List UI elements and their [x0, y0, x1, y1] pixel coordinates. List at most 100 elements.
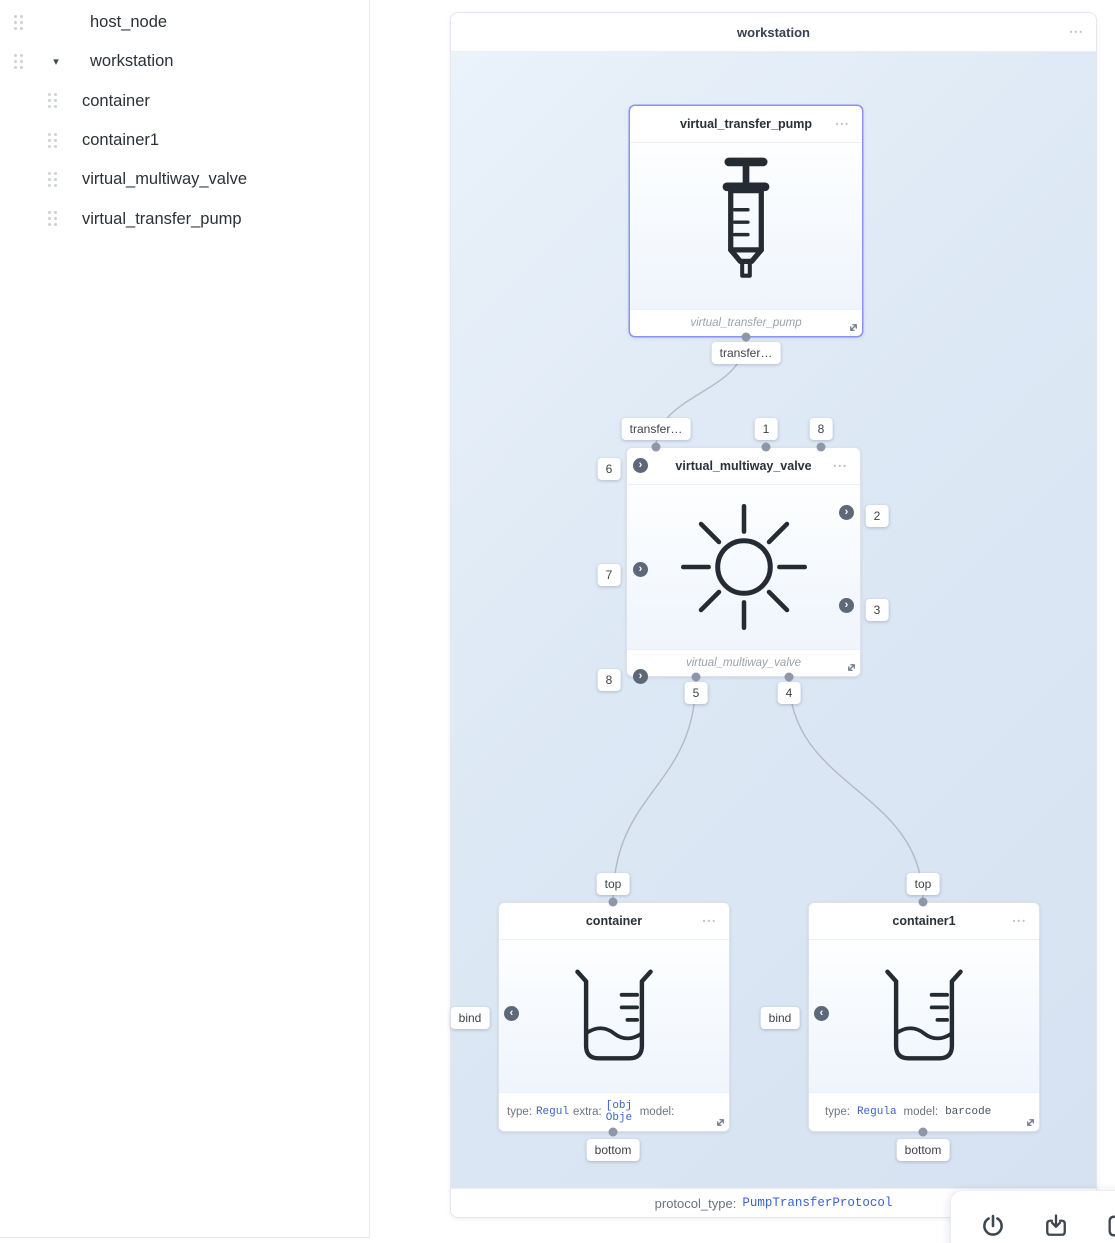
sidebar-item-container[interactable]: container [0, 82, 369, 121]
field-label: model: [903, 1106, 939, 1118]
port-label-valve-1: 1 [754, 418, 778, 440]
port-dot-valve-transfer[interactable] [651, 442, 661, 452]
port-handle-bind[interactable] [814, 1006, 829, 1021]
port-label-container-top: top [596, 873, 630, 895]
chevron-down-icon[interactable]: ▾ [53, 56, 59, 69]
floating-toolbar [950, 1190, 1115, 1243]
field-value: Regula [856, 1106, 897, 1118]
port-dot-valve-5[interactable] [691, 672, 701, 682]
port-dot-container1-bottom[interactable] [918, 1127, 928, 1137]
export-icon [1108, 1215, 1115, 1237]
port-label-valve-transfer: transfer… [621, 418, 691, 440]
field-label: extra: [572, 1106, 602, 1118]
node-footer: virtual_multiway_valve [627, 649, 860, 676]
node-header: virtual_multiway_valve ••• [627, 448, 860, 485]
port-dot-valve-4[interactable] [784, 672, 794, 682]
node-header: container ••• [499, 903, 729, 940]
node-footer: virtual_transfer_pump [630, 309, 862, 336]
node-title: container1 [892, 914, 956, 928]
drag-handle-icon[interactable] [48, 132, 58, 149]
field-value: [obj Obje [605, 1099, 633, 1124]
tree-item-label: virtual_transfer_pump [82, 209, 242, 228]
port-dot-pump-transfer[interactable] [741, 332, 751, 342]
node-footer-fields: type: Regula model: barcode [809, 1092, 1039, 1131]
more-menu-icon[interactable]: ••• [833, 461, 848, 471]
more-menu-icon[interactable]: ••• [1012, 916, 1027, 926]
node-footer-label: virtual_multiway_valve [685, 657, 802, 669]
node-footer-label: virtual_transfer_pump [690, 317, 802, 329]
port-dot-container-top[interactable] [608, 897, 618, 907]
port-label-container1-bottom: bottom [896, 1139, 950, 1161]
box-arrow-down-icon [1046, 1214, 1066, 1236]
beaker-icon [575, 969, 653, 1061]
port-handle-6[interactable] [633, 458, 648, 473]
resize-handle-icon[interactable] [846, 662, 857, 673]
port-dot-container-bottom[interactable] [608, 1127, 618, 1137]
port-handle-7[interactable] [633, 562, 648, 577]
sidebar-tree: host_node ▾ workstation container contai… [0, 0, 370, 1238]
drag-handle-icon[interactable] [48, 93, 58, 109]
tree-item-label: container1 [82, 131, 160, 150]
node-container[interactable]: container ••• type: [498, 902, 730, 1132]
tree-item-label: virtual_multiway_valve [82, 170, 248, 189]
node-title: virtual_multiway_valve [675, 459, 812, 473]
tree-item-label: workstation [90, 52, 174, 71]
drag-handle-icon[interactable] [14, 53, 24, 70]
sidebar-item-container1[interactable]: container1 [0, 121, 369, 160]
port-label-container1-top: top [906, 873, 940, 895]
workstation-panel: workstation ••• virtual_transfer_pump ••… [450, 12, 1097, 1218]
sidebar-item-virtual-multiway-valve[interactable]: virtual_multiway_valve [0, 160, 369, 199]
node-virtual-transfer-pump[interactable]: virtual_transfer_pump ••• [629, 105, 863, 337]
port-label-valve-3: 3 [865, 599, 889, 621]
port-dot-valve-8[interactable] [816, 442, 826, 452]
node-container1[interactable]: container1 ••• type: [808, 902, 1040, 1132]
drag-handle-icon[interactable] [48, 211, 58, 227]
field-label: type: [507, 1106, 532, 1118]
port-handle-2[interactable] [839, 505, 854, 520]
export-button[interactable] [1104, 1211, 1115, 1241]
protocol-type-value: PumpTransferProtocol [742, 1196, 893, 1210]
field-value: Regul [535, 1106, 569, 1118]
port-dot-valve-1[interactable] [761, 442, 771, 452]
drag-handle-icon[interactable] [48, 171, 58, 188]
sidebar-item-host-node[interactable]: host_node [0, 3, 369, 42]
edge-valve4-to-container1-top[interactable] [788, 676, 924, 903]
port-handle-3[interactable] [839, 598, 854, 613]
sidebar-item-workstation[interactable]: ▾ workstation [0, 42, 369, 81]
node-body [630, 143, 862, 309]
panel-title: workstation [737, 24, 810, 40]
node-virtual-multiway-valve[interactable]: virtual_multiway_valve ••• [626, 447, 861, 684]
node-footer-fields: type: Regul extra: [obj Obje model: [499, 1092, 729, 1131]
import-button[interactable] [1041, 1211, 1071, 1241]
more-menu-icon[interactable]: ••• [702, 916, 717, 926]
port-label-valve-6: 6 [597, 458, 621, 480]
more-menu-icon[interactable]: ••• [835, 119, 850, 129]
node-body [809, 940, 1039, 1092]
edge-valve5-to-container-top[interactable] [612, 676, 697, 903]
port-label-container-bind: bind [450, 1007, 490, 1029]
node-header: container1 ••• [809, 903, 1039, 940]
power-icon [983, 1214, 1003, 1236]
flow-canvas[interactable]: virtual_transfer_pump ••• [450, 52, 1096, 1188]
port-label-valve-4: 4 [777, 682, 801, 704]
node-header: virtual_transfer_pump ••• [630, 106, 862, 143]
port-label-container-bottom: bottom [586, 1139, 640, 1161]
port-handle-8-left[interactable] [633, 669, 648, 684]
port-label-valve-8-top: 8 [809, 418, 833, 440]
valve-sun-icon [680, 503, 807, 631]
sidebar-item-virtual-transfer-pump[interactable]: virtual_transfer_pump [0, 199, 369, 238]
power-button[interactable] [978, 1211, 1008, 1241]
resize-handle-icon[interactable] [1025, 1117, 1036, 1128]
field-label: type: [825, 1106, 850, 1118]
more-menu-icon[interactable]: ••• [1069, 27, 1084, 37]
port-handle-bind[interactable] [504, 1006, 519, 1021]
resize-handle-icon[interactable] [848, 322, 859, 333]
resize-handle-icon[interactable] [715, 1117, 726, 1128]
port-label-valve-8-left: 8 [597, 669, 621, 691]
port-dot-container1-top[interactable] [918, 897, 928, 907]
beaker-icon [885, 969, 963, 1061]
port-label-valve-7: 7 [597, 564, 621, 586]
field-label: model: [639, 1106, 675, 1118]
drag-handle-icon[interactable] [14, 14, 24, 31]
